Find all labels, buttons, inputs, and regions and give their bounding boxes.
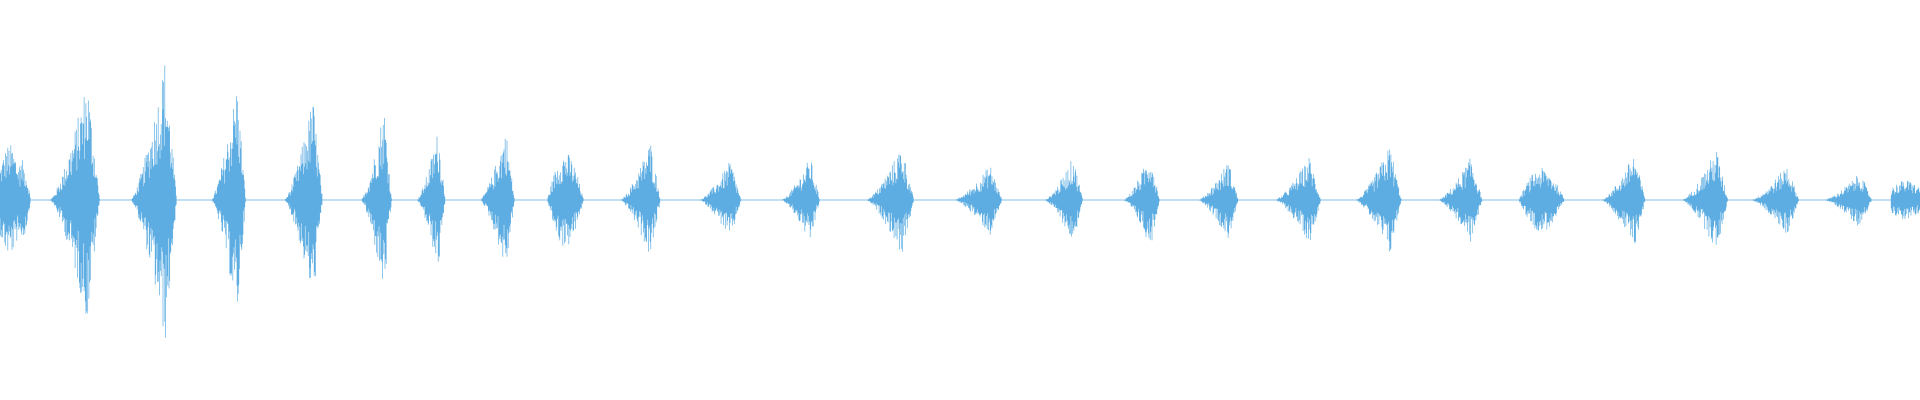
waveform-burst xyxy=(1275,158,1321,241)
waveform-burst-trace xyxy=(547,154,584,246)
waveform-burst xyxy=(1890,180,1920,219)
waveform-burst xyxy=(1601,159,1646,244)
waveform-burst-trace xyxy=(1518,168,1565,231)
waveform-bursts xyxy=(0,65,1920,338)
waveform-burst-trace xyxy=(620,145,661,252)
waveform-burst-trace xyxy=(866,154,914,252)
waveform-burst-trace xyxy=(13,160,31,235)
waveform-burst xyxy=(1751,169,1799,233)
waveform-burst xyxy=(1355,149,1402,252)
waveform-burst xyxy=(1824,175,1872,226)
waveform-burst-trace xyxy=(1438,158,1483,242)
waveform-burst-trace xyxy=(1751,169,1799,233)
waveform-burst xyxy=(866,154,914,252)
waveform-burst xyxy=(620,145,661,252)
waveform-burst xyxy=(1044,161,1083,237)
waveform-burst-trace xyxy=(1890,180,1920,219)
waveform-burst-trace xyxy=(1044,161,1083,237)
waveform-burst-trace xyxy=(1355,149,1402,252)
waveform-burst xyxy=(1123,168,1160,241)
waveform-burst xyxy=(361,117,392,279)
waveform-burst-trace xyxy=(1601,159,1646,244)
waveform-burst-trace xyxy=(1682,151,1728,245)
waveform-burst-trace xyxy=(480,138,515,257)
waveform-burst xyxy=(50,97,101,314)
waveform-burst xyxy=(954,167,1002,235)
waveform-burst xyxy=(416,136,446,262)
waveform-burst xyxy=(1682,151,1728,245)
waveform-burst xyxy=(211,96,246,302)
waveform-burst-trace xyxy=(1198,165,1239,238)
waveform-burst xyxy=(130,65,177,338)
waveform-burst-trace xyxy=(699,163,742,231)
waveform-burst xyxy=(1198,165,1239,238)
waveform-burst xyxy=(781,162,820,238)
waveform-burst-trace xyxy=(781,162,820,238)
waveform-burst-trace xyxy=(1123,168,1160,241)
waveform-burst xyxy=(13,160,31,235)
waveform-burst-trace xyxy=(416,136,446,262)
waveform-burst-trace xyxy=(284,106,323,278)
waveform-burst-trace xyxy=(361,117,392,279)
waveform-burst xyxy=(699,163,742,231)
waveform-burst-trace xyxy=(211,96,246,302)
waveform-burst-trace xyxy=(954,167,1002,235)
waveform-burst xyxy=(1518,168,1565,231)
waveform-burst xyxy=(284,106,323,278)
waveform-burst xyxy=(547,154,584,246)
waveform-burst-trace xyxy=(50,97,101,314)
waveform-burst xyxy=(480,138,515,257)
waveform-burst xyxy=(1438,158,1483,242)
waveform-burst-trace xyxy=(130,65,177,338)
waveform-burst-trace xyxy=(1824,175,1872,226)
waveform-burst-trace xyxy=(1275,158,1321,241)
